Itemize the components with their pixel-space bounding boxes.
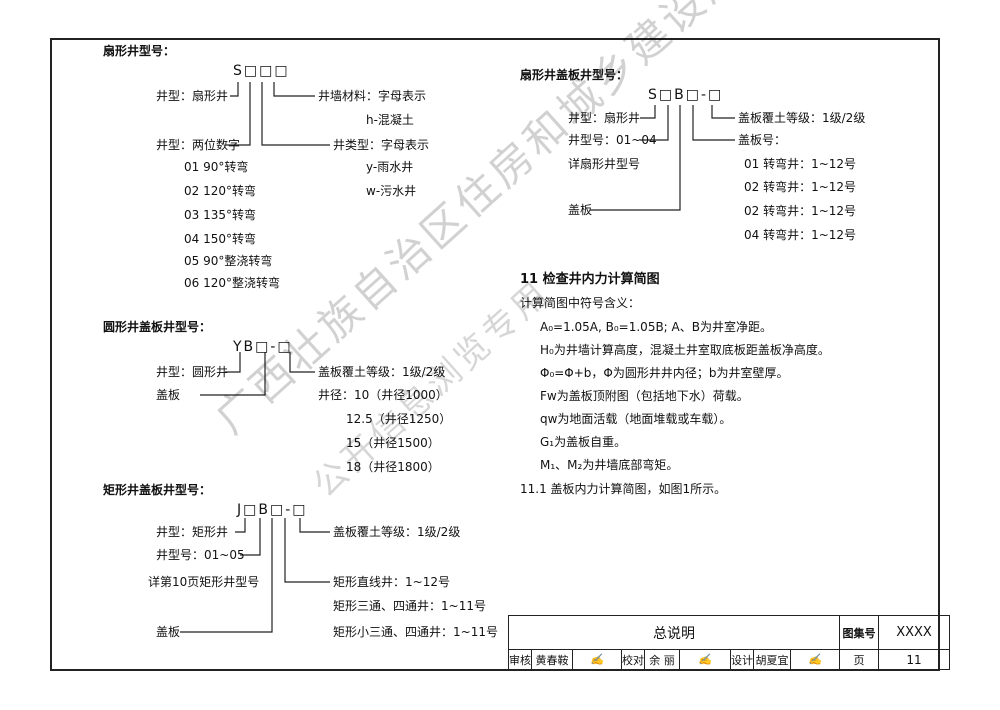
sector-cover-left-1: 井型号：01~04 [568, 133, 657, 147]
review-name: 黄春鞍 [531, 649, 573, 670]
sector-left-0: 井型：扇形井 [156, 89, 229, 103]
sector-cover-code: S□B□-□ [648, 87, 724, 103]
sector-left-4: 03 135°转弯 [184, 208, 256, 222]
sector-code: S□□□ [233, 63, 290, 79]
sector-heading: 扇形井型号： [103, 44, 176, 58]
sector-cover-right-1: 盖板号： [738, 133, 787, 147]
round-left-1: 盖板 [156, 388, 181, 402]
sector-right-3: y-雨水井 [366, 160, 414, 174]
sector-cover-right-4: 02 转弯井：1~12号 [744, 204, 857, 218]
check-label: 校对 [621, 649, 645, 670]
rect-right-3: 矩形小三通、四通井：1~11号 [333, 625, 498, 639]
round-right-1: 井径：10（井径1000） [318, 388, 448, 402]
section11-line-0: 计算简图中符号含义： [520, 296, 641, 310]
review-label: 审核 [508, 649, 532, 670]
rect-code: J□B□-□ [237, 502, 308, 518]
round-right-3: 15（井径1500） [346, 436, 440, 450]
rect-left-0: 井型：矩形井 [156, 525, 229, 539]
sector-cover-right-5: 04 转弯井：1~12号 [744, 228, 857, 242]
sector-left-1: 井型：两位数字 [156, 138, 241, 152]
page-number: 11 [878, 649, 950, 670]
section11-line-1: A₀=1.05A, B₀=1.05B; A、B为井室净距。 [540, 320, 772, 334]
rect-right-0: 盖板覆土等级：1级/2级 [333, 525, 461, 539]
atlas-label: 图集号 [839, 615, 879, 650]
rect-right-2: 矩形三通、四通井：1~11号 [333, 599, 486, 613]
drawing-frame [50, 38, 940, 671]
sector-cover-right-3: 02 转弯井：1~12号 [744, 180, 857, 194]
sector-left-2: 01 90°转弯 [184, 160, 249, 174]
section11-line-4: Fw为盖板顶附图（包括地下水）荷载。 [540, 389, 749, 403]
page-label: 页 [839, 649, 879, 670]
rect-left-3: 盖板 [156, 625, 181, 639]
round-right-2: 12.5（井径1250） [346, 412, 452, 426]
check-name: 余 丽 [644, 649, 680, 670]
round-left-0: 井型：圆形井 [156, 365, 229, 379]
review-signature: ✍ [572, 649, 622, 670]
sector-right-2: 井类型：字母表示 [333, 138, 430, 152]
section11-title: 11 检查井内力计算简图 [520, 272, 660, 287]
design-signature: ✍ [790, 649, 840, 670]
round-code: YB□-□ [233, 339, 293, 355]
rect-left-2: 详第10页矩形井型号 [148, 575, 260, 589]
design-label: 设计 [730, 649, 754, 670]
sector-left-5: 04 150°转弯 [184, 232, 256, 246]
design-name: 胡夏宜 [753, 649, 791, 670]
sector-cover-left-0: 井型：扇形井 [568, 111, 641, 125]
rect-left-1: 井型号：01~05 [156, 548, 245, 562]
section11-line-6: G₁为盖板自重。 [540, 435, 627, 449]
sector-cover-heading: 扇形井盖板井型号： [520, 68, 629, 82]
sector-cover-left-3: 盖板 [568, 203, 593, 217]
rect-right-1: 矩形直线井：1~12号 [333, 575, 450, 589]
title-block: 总说明 图集号 XXXX 审核 黄春鞍 ✍ 校对 余 丽 ✍ 设计 胡夏宜 ✍ … [508, 615, 950, 670]
sector-cover-left-2: 详扇形井型号 [568, 157, 641, 171]
sector-cover-right-2: 01 转弯井：1~12号 [744, 157, 857, 171]
sector-right-4: w-污水井 [366, 184, 417, 198]
drawing-title: 总说明 [508, 615, 840, 650]
sector-left-3: 02 120°转弯 [184, 184, 256, 198]
check-signature: ✍ [679, 649, 731, 670]
round-right-0: 盖板覆土等级：1级/2级 [318, 365, 446, 379]
sector-right-0: 井墙材料：字母表示 [318, 89, 427, 103]
sector-cover-right-0: 盖板覆土等级：1级/2级 [738, 111, 866, 125]
section11-line-8: 11.1 盖板内力计算简图，如图1所示。 [520, 482, 727, 496]
sector-left-7: 06 120°整浇转弯 [184, 276, 280, 290]
round-heading: 圆形井盖板井型号： [103, 320, 212, 334]
sector-left-6: 05 90°整浇转弯 [184, 254, 273, 268]
section11-line-2: H₀为井墙计算高度，混凝土井室取底板距盖板净高度。 [540, 343, 830, 357]
round-right-4: 18（井径1800） [346, 460, 440, 474]
sector-right-1: h-混凝土 [366, 113, 414, 127]
atlas-value: XXXX [878, 615, 950, 650]
rect-heading: 矩形井盖板井型号： [103, 483, 212, 497]
section11-line-5: qw为地面活载（地面堆载或车载）。 [540, 412, 732, 426]
section11-line-7: M₁、M₂为井墙底部弯矩。 [540, 458, 679, 472]
section11-line-3: Φ₀=Φ+b，Φ为圆形井井内径；b为井室壁厚。 [540, 366, 789, 380]
